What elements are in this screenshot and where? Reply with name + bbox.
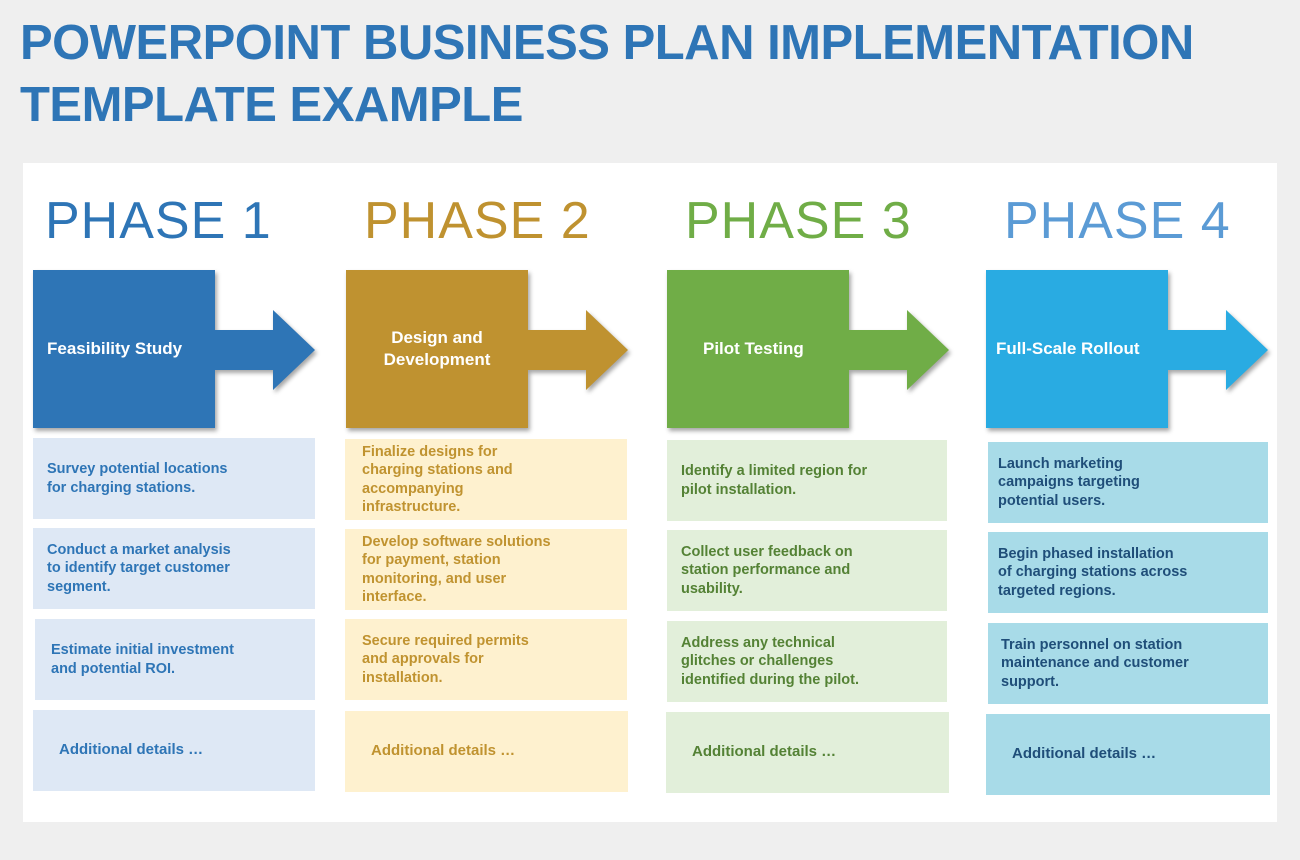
task-text: Survey potential locations for charging …: [47, 461, 228, 496]
phase-heading: PHASE 3: [685, 192, 912, 250]
phase-heading: PHASE 2: [364, 192, 591, 250]
arrow-right-icon: [986, 270, 1268, 428]
task-text: Begin phased installation of charging st…: [998, 545, 1188, 599]
task-box: Conduct a market analysis to identify ta…: [33, 528, 315, 609]
additional-details-box: Additional details …: [33, 710, 315, 791]
additional-details-text: Additional details …: [59, 741, 204, 759]
additional-details-box: Additional details …: [986, 714, 1270, 795]
phase-column-4: PHASE 4 Full-Scale Rollout Launch market…: [976, 163, 1270, 822]
task-box: Develop software solutions for payment, …: [345, 529, 627, 610]
task-text: Develop software solutions for payment, …: [362, 533, 551, 606]
arrow-right-icon: [667, 270, 949, 428]
phase-column-1: PHASE 1 Feasibility Study Survey potenti…: [23, 163, 315, 822]
phase-heading: PHASE 1: [45, 192, 272, 250]
phase-label: Design and Development: [383, 328, 491, 369]
phase-arrow: Feasibility Study: [33, 270, 317, 430]
additional-details-text: Additional details …: [371, 742, 516, 760]
phase-column-2: PHASE 2 Design and Development Finalize …: [336, 163, 628, 822]
phase-arrow: Design and Development: [346, 270, 630, 430]
task-text: Collect user feedback on station perform…: [681, 543, 853, 597]
task-box: Survey potential locations for charging …: [33, 438, 315, 519]
phase-label: Pilot Testing: [703, 339, 804, 358]
task-text: Train personnel on station maintenance a…: [1001, 636, 1189, 690]
additional-details-box: Additional details …: [666, 712, 949, 793]
arrow-right-icon: [33, 270, 315, 428]
task-box: Train personnel on station maintenance a…: [988, 623, 1268, 704]
additional-details-text: Additional details …: [1012, 745, 1157, 763]
arrow-right-icon: [346, 270, 628, 428]
task-text: Estimate initial investment and potentia…: [51, 642, 234, 677]
task-box: Identify a limited region for pilot inst…: [667, 440, 947, 521]
phase-heading: PHASE 4: [1004, 192, 1231, 250]
task-text: Conduct a market analysis to identify ta…: [47, 541, 231, 595]
task-text: Address any technical glitches or challe…: [681, 634, 860, 688]
additional-details-box: Additional details …: [345, 711, 628, 792]
task-box: Finalize designs for charging stations a…: [345, 439, 627, 520]
phase-column-3: PHASE 3 Pilot Testing Identify a limited…: [657, 163, 949, 822]
task-text: Secure required permits and approvals fo…: [362, 632, 529, 686]
phase-arrow: Full-Scale Rollout: [986, 270, 1270, 430]
additional-details-text: Additional details …: [692, 743, 837, 761]
phases-panel: PHASE 1 Feasibility Study Survey potenti…: [23, 163, 1277, 822]
page-title: POWERPOINT BUSINESS PLAN IMPLEMENTATION …: [20, 16, 1194, 132]
phase-label: Feasibility Study: [47, 339, 183, 358]
task-text: Finalize designs for charging stations a…: [362, 443, 513, 516]
task-text: Launch marketing campaigns targeting pot…: [998, 455, 1140, 509]
task-box: Secure required permits and approvals fo…: [345, 619, 627, 700]
task-box: Estimate initial investment and potentia…: [35, 619, 315, 700]
task-box: Address any technical glitches or challe…: [667, 621, 947, 702]
task-text: Identify a limited region for pilot inst…: [681, 463, 868, 498]
task-box: Collect user feedback on station perform…: [667, 530, 947, 611]
phase-label: Full-Scale Rollout: [996, 339, 1140, 358]
task-box: Begin phased installation of charging st…: [988, 532, 1268, 613]
phase-arrow: Pilot Testing: [667, 270, 951, 430]
task-box: Launch marketing campaigns targeting pot…: [988, 442, 1268, 523]
